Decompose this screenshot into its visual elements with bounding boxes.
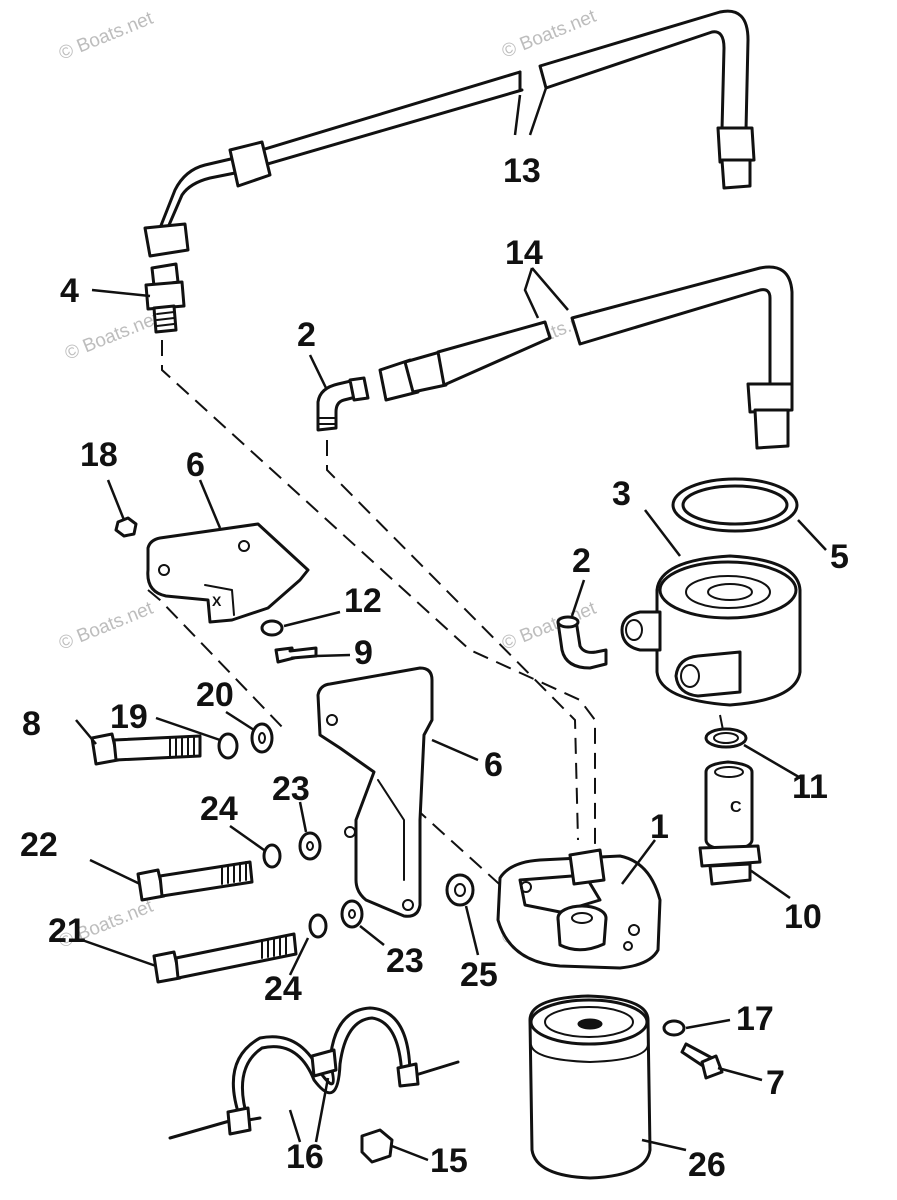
callout-2-upper: 2	[297, 316, 316, 354]
callout-17: 17	[736, 1000, 774, 1038]
bracket-lower-part-6	[316, 666, 434, 918]
leader-lines	[75, 87, 827, 1162]
callout-11: 11	[792, 768, 828, 806]
washer-part-20	[250, 722, 274, 754]
o-ring-part-5	[671, 477, 799, 533]
watermark: © Boats.net	[56, 8, 157, 65]
adapter-part-3	[620, 554, 802, 707]
screw-part-7	[680, 1042, 724, 1080]
svg-text:X: X	[212, 593, 222, 609]
filter-mark: C	[730, 799, 742, 816]
filter-base-part-1	[496, 848, 662, 970]
elbow-fitting-upper	[316, 376, 370, 432]
oil-line-lower	[378, 265, 794, 450]
callout-12: 12	[344, 582, 382, 620]
oil-filter-part-26	[528, 994, 652, 1180]
callout-4: 4	[60, 272, 79, 310]
callout-24-lower: 24	[264, 970, 302, 1008]
callout-14: 14	[505, 234, 543, 272]
callout-9: 9	[354, 634, 373, 672]
block-part-15	[360, 1128, 394, 1164]
bolt-part-8	[90, 732, 202, 766]
fitting-part-4	[144, 262, 186, 334]
bracket-upper-part-6: X	[146, 522, 310, 624]
callout-23-upper: 23	[272, 770, 310, 808]
oil-line-upper	[143, 9, 756, 258]
bolt-part-22	[136, 860, 254, 902]
watermark: © Boats.net	[56, 598, 157, 655]
washer-part-12	[260, 619, 284, 637]
callout-26: 26	[688, 1146, 726, 1184]
callout-13: 13	[503, 152, 541, 190]
callout-7: 7	[766, 1064, 785, 1102]
washer-part-23a	[298, 831, 322, 861]
elbow-fitting-right	[556, 615, 608, 670]
callout-6-upper: 6	[186, 446, 205, 484]
washer-part-17	[662, 1019, 686, 1037]
nut-part-18	[114, 516, 138, 538]
callout-18: 18	[80, 436, 118, 474]
bolt-part-21	[152, 932, 298, 984]
callout-19: 19	[110, 698, 148, 736]
callout-23-lower: 23	[386, 942, 424, 980]
sender-part-10: C	[698, 760, 762, 886]
callouts: 13 14 4 2 18 6 3 5 2 12 9 20 8 19 6 11 2…	[20, 152, 849, 1184]
lock-washer-part-24b	[308, 913, 328, 939]
callout-5: 5	[830, 538, 849, 576]
o-ring-part-11	[704, 727, 748, 749]
screw-part-9	[274, 646, 318, 664]
callout-15: 15	[430, 1142, 468, 1180]
watermark: © Boats.net	[499, 598, 600, 655]
lock-washer-part-19	[217, 732, 239, 760]
cable-ties-part-16	[168, 1006, 460, 1140]
watermark: © Boats.net	[62, 308, 163, 365]
spacer-part-25	[445, 873, 475, 907]
washer-part-23b	[340, 899, 364, 929]
callout-24-upper: 24	[200, 790, 238, 828]
callout-3: 3	[612, 475, 631, 513]
callout-25: 25	[460, 956, 498, 994]
callout-6-lower: 6	[484, 746, 503, 784]
callout-20: 20	[196, 676, 234, 714]
callout-21: 21	[48, 912, 86, 950]
callout-22: 22	[20, 826, 58, 864]
callout-10: 10	[784, 898, 822, 936]
callout-2-right: 2	[572, 542, 591, 580]
lock-washer-part-24a	[262, 843, 282, 869]
callout-1: 1	[650, 808, 669, 846]
callout-8: 8	[22, 705, 41, 743]
callout-16: 16	[286, 1138, 324, 1176]
